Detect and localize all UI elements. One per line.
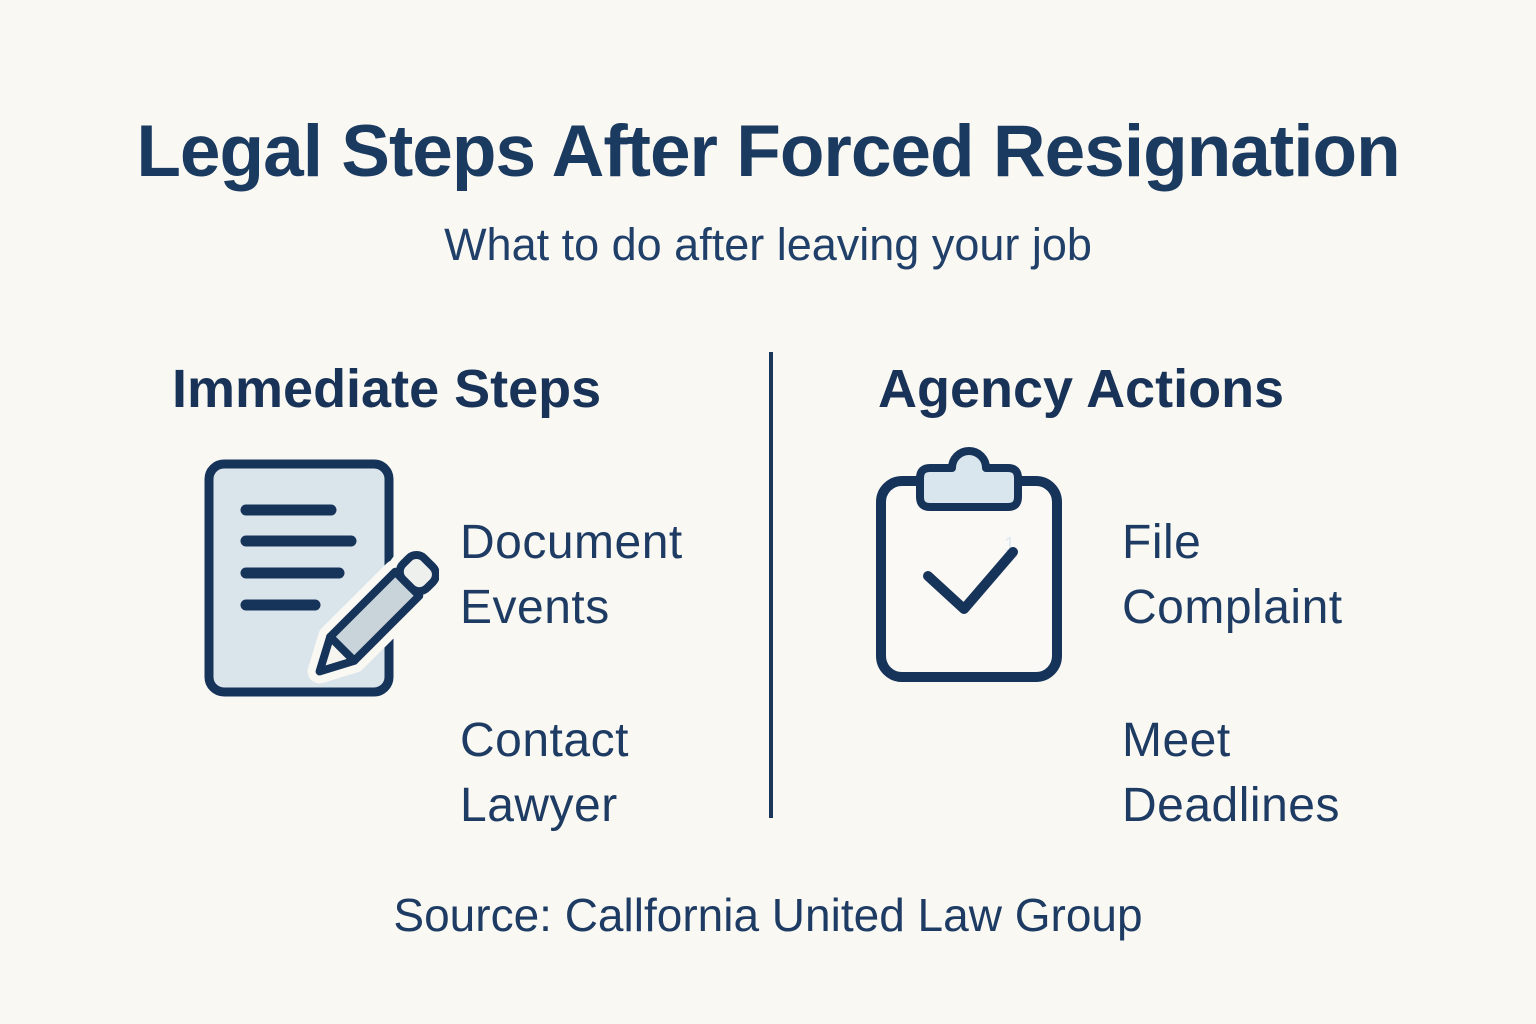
column-divider bbox=[769, 352, 773, 818]
document-pencil-icon bbox=[203, 458, 448, 704]
item-meet-deadlines: Meet Deadlines bbox=[1122, 714, 1340, 832]
column-heading-immediate-steps: Immediate Steps bbox=[172, 359, 602, 419]
clipboard-check-icon: 1 bbox=[873, 443, 1065, 685]
page-subtitle: What to do after leaving your job bbox=[444, 219, 1092, 270]
item-contact-lawyer: Contact Lawyer bbox=[460, 714, 629, 832]
ghost-artifact: 1 bbox=[1004, 534, 1015, 556]
page-title: Legal Steps After Forced Resignation bbox=[136, 111, 1400, 192]
item-document-events: Document Events bbox=[460, 516, 683, 634]
item-file-complaint: File Complaint bbox=[1122, 516, 1343, 634]
column-heading-agency-actions: Agency Actions bbox=[878, 359, 1285, 419]
source-line: Source: Callfornia United Law Group bbox=[393, 889, 1143, 941]
